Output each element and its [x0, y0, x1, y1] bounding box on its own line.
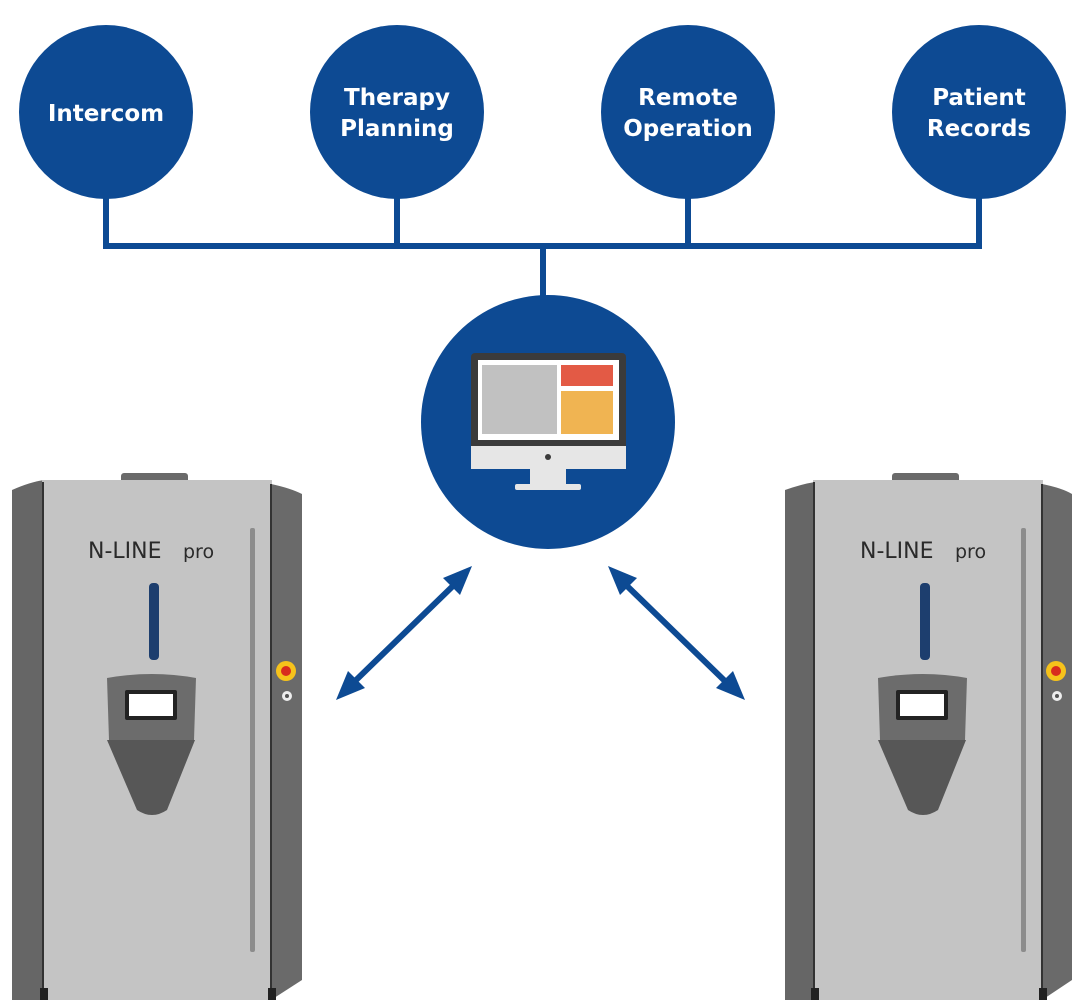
brand-name-left: N-LINE — [88, 539, 162, 564]
node-label-intercom: Intercom — [48, 101, 164, 127]
brand-model-right: pro — [955, 541, 986, 563]
node-label-patient: Patient — [932, 85, 1026, 111]
service-node-intercom: Intercom — [19, 25, 193, 199]
brand-model-left: pro — [183, 541, 214, 563]
node-label-planning: Planning — [340, 116, 454, 142]
uv-cabinet-left: N-LINE pro — [12, 473, 302, 1000]
node-label-therapy: Therapy — [344, 85, 450, 111]
node-label-operation: Operation — [623, 116, 753, 142]
node-label-remote: Remote — [638, 85, 738, 111]
service-node-remote-operation: Remote Operation — [601, 25, 775, 199]
service-node-patient-records: Patient Records — [892, 25, 1066, 199]
computer-monitor-icon — [471, 353, 626, 490]
connector-lines — [103, 195, 982, 300]
arrow-left-link — [336, 566, 472, 700]
service-node-therapy-planning: Therapy Planning — [310, 25, 484, 199]
arrow-right-link — [608, 566, 745, 700]
hub-node — [421, 295, 675, 549]
brand-name-right: N-LINE — [860, 539, 934, 564]
node-label-records: Records — [927, 116, 1031, 142]
uv-cabinet-right: N-LINE pro — [785, 473, 1072, 1000]
